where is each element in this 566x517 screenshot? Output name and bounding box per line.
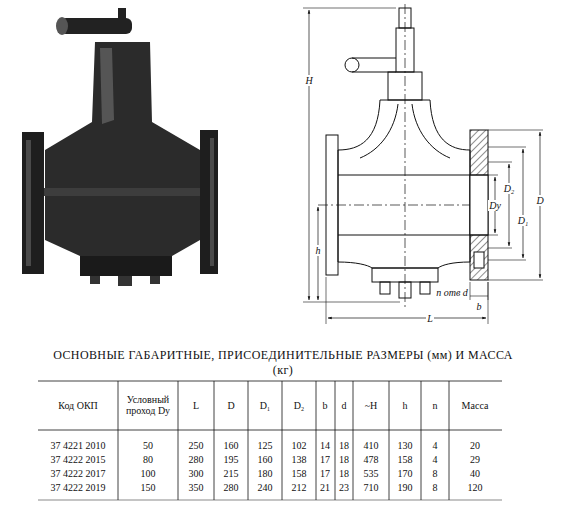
- table-cell: 29: [470, 454, 480, 465]
- table-cell: 160: [224, 440, 239, 451]
- table-cell: ~H: [365, 400, 378, 411]
- table-cell: 195: [224, 454, 239, 465]
- table-cell: 40: [470, 468, 480, 479]
- dimension-label: D₁: [517, 215, 530, 226]
- table-cell: 280: [189, 454, 204, 465]
- table-cell: D₂: [294, 400, 305, 411]
- table-cell: D₁: [260, 400, 271, 411]
- dimension-label: D: [535, 195, 544, 206]
- table-cell: 240: [258, 482, 273, 493]
- table-cell: 37 4221 2010: [51, 440, 106, 451]
- table-cell: 250: [189, 440, 204, 451]
- table-cell: 18: [339, 454, 349, 465]
- dimension-label: H: [304, 75, 313, 86]
- table-cell: Условный проход Dу: [119, 394, 177, 416]
- table-cell: 102: [292, 440, 307, 451]
- table-cell: 710: [364, 482, 379, 493]
- table-cell: 212: [292, 482, 307, 493]
- table-title: ОСНОВНЫЕ ГАБАРИТНЫЕ, ПРИСОЕДИНИТЕЛЬНЫЕ Р…: [48, 348, 518, 378]
- table-cell: 18: [339, 440, 349, 451]
- dimension-label: D₂: [503, 183, 516, 194]
- table-cell: 37 4222 2017: [51, 468, 106, 479]
- table-cell: 120: [468, 482, 483, 493]
- table-cell: 180: [258, 468, 273, 479]
- table-cell: 280: [224, 482, 239, 493]
- table-cell: 80: [143, 454, 153, 465]
- table-cell: 125: [258, 440, 273, 451]
- table-cell: 8: [433, 468, 438, 479]
- table-grid: [38, 381, 502, 500]
- table-cell: 50: [143, 440, 153, 451]
- table-cell: 160: [258, 454, 273, 465]
- dimension-label: Dу: [488, 200, 502, 211]
- table-cell: 300: [189, 468, 204, 479]
- table-cell: 20: [470, 440, 480, 451]
- table-cell: b: [323, 400, 328, 411]
- table-cell: 138: [292, 454, 307, 465]
- table-cell: 410: [364, 440, 379, 451]
- table-cell: n: [433, 400, 438, 411]
- table-cell: 158: [292, 468, 307, 479]
- table-cell: h: [403, 400, 408, 411]
- table-cell: 100: [141, 468, 156, 479]
- table-cell: 8: [433, 482, 438, 493]
- table-cell: 17: [320, 468, 330, 479]
- table-cell: 170: [398, 468, 413, 479]
- dimension-label: n отв d: [435, 287, 469, 298]
- table-cell: 215: [224, 468, 239, 479]
- table-cell: 18: [339, 468, 349, 479]
- table-cell: 535: [364, 468, 379, 479]
- table-cell: D: [227, 400, 234, 411]
- valve-photo: [15, 5, 250, 290]
- table-cell: 478: [364, 454, 379, 465]
- table-cell: 4: [433, 454, 438, 465]
- table-cell: L: [193, 400, 199, 411]
- table-cell: 37 4222 2019: [51, 482, 106, 493]
- table-cell: 4: [433, 440, 438, 451]
- dimension-label: L: [426, 313, 434, 324]
- valve-drawing: [303, 4, 543, 324]
- table-cell: 14: [320, 440, 330, 451]
- table-cell: 190: [398, 482, 413, 493]
- table-cell: Масса: [462, 400, 489, 411]
- table-cell: 158: [398, 454, 413, 465]
- table-cell: 130: [398, 440, 413, 451]
- table-cell: 17: [320, 454, 330, 465]
- dimension-label: h: [315, 245, 322, 256]
- dimension-label: b: [476, 301, 483, 312]
- table-cell: 21: [320, 482, 330, 493]
- table-cell: d: [342, 400, 347, 411]
- table-cell: 350: [189, 482, 204, 493]
- table-cell: 37 4222 2015: [51, 454, 106, 465]
- table-cell: 23: [339, 482, 349, 493]
- table-cell: Код ОКП: [58, 400, 98, 411]
- table-cell: 150: [141, 482, 156, 493]
